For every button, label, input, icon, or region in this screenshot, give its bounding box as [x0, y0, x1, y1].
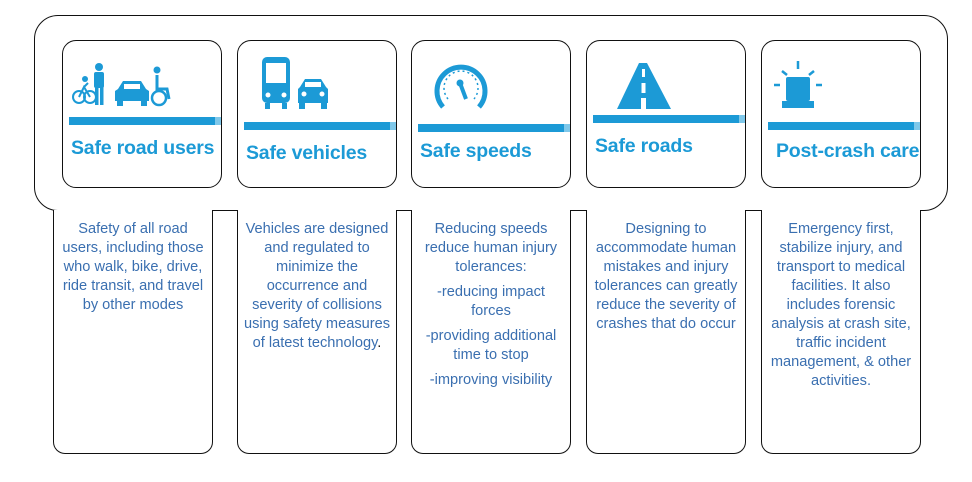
description-text: Designing to accommodate human mistakes … [594, 221, 738, 332]
description-text: Vehicles are designed and regulated to m… [244, 221, 391, 351]
pillar-description-post-crash-care: Emergency first, stabilize injury, and t… [761, 210, 921, 454]
pillar-card-safe-roads: Safe roads [586, 40, 746, 188]
description-bullet: -providing additional time to stop [425, 328, 557, 363]
pillar-description-safe-road-users: Safety of all road users, including thos… [53, 210, 213, 454]
accent-bar [244, 122, 396, 130]
description-bullet: -reducing impact forces [437, 284, 545, 319]
pedestrians-cyclist-car-wheelchair-icon [72, 63, 171, 107]
pillar-title: Safe roads [595, 135, 693, 157]
pillar-title: Post-crash care [776, 140, 920, 162]
bus-car-icon [262, 57, 328, 109]
emergency-light-icon [774, 61, 822, 108]
pillar-description-safe-speeds: Reducing speeds reduce human injury tole… [411, 210, 571, 454]
pillar-title: Safe vehicles [246, 142, 367, 164]
description-text: Safety of all road users, including thos… [62, 221, 204, 313]
pillar-title: Safe speeds [420, 140, 532, 162]
accent-bar [768, 122, 920, 130]
description-bullet: -improving visibility [429, 372, 553, 388]
description-text: Reducing speeds reduce human injury tole… [424, 221, 558, 275]
accent-bar [69, 117, 221, 125]
road-icon [617, 63, 671, 109]
pillar-card-safe-road-users: Safe road users [62, 40, 222, 188]
pillar-title: Safe road users [71, 137, 215, 159]
description-text: Emergency first, stabilize injury, and t… [770, 221, 912, 389]
accent-bar [418, 124, 570, 132]
speedometer-icon [434, 64, 488, 109]
pillar-description-safe-vehicles: Vehicles are designed and regulated to m… [237, 210, 397, 454]
pillar-card-post-crash-care: Post-crash care [761, 40, 921, 188]
accent-bar [593, 115, 745, 123]
pillar-description-safe-roads: Designing to accommodate human mistakes … [586, 210, 746, 454]
pillar-card-safe-speeds: Safe speeds [411, 40, 571, 188]
pillar-card-safe-vehicles: Safe vehicles [237, 40, 397, 188]
